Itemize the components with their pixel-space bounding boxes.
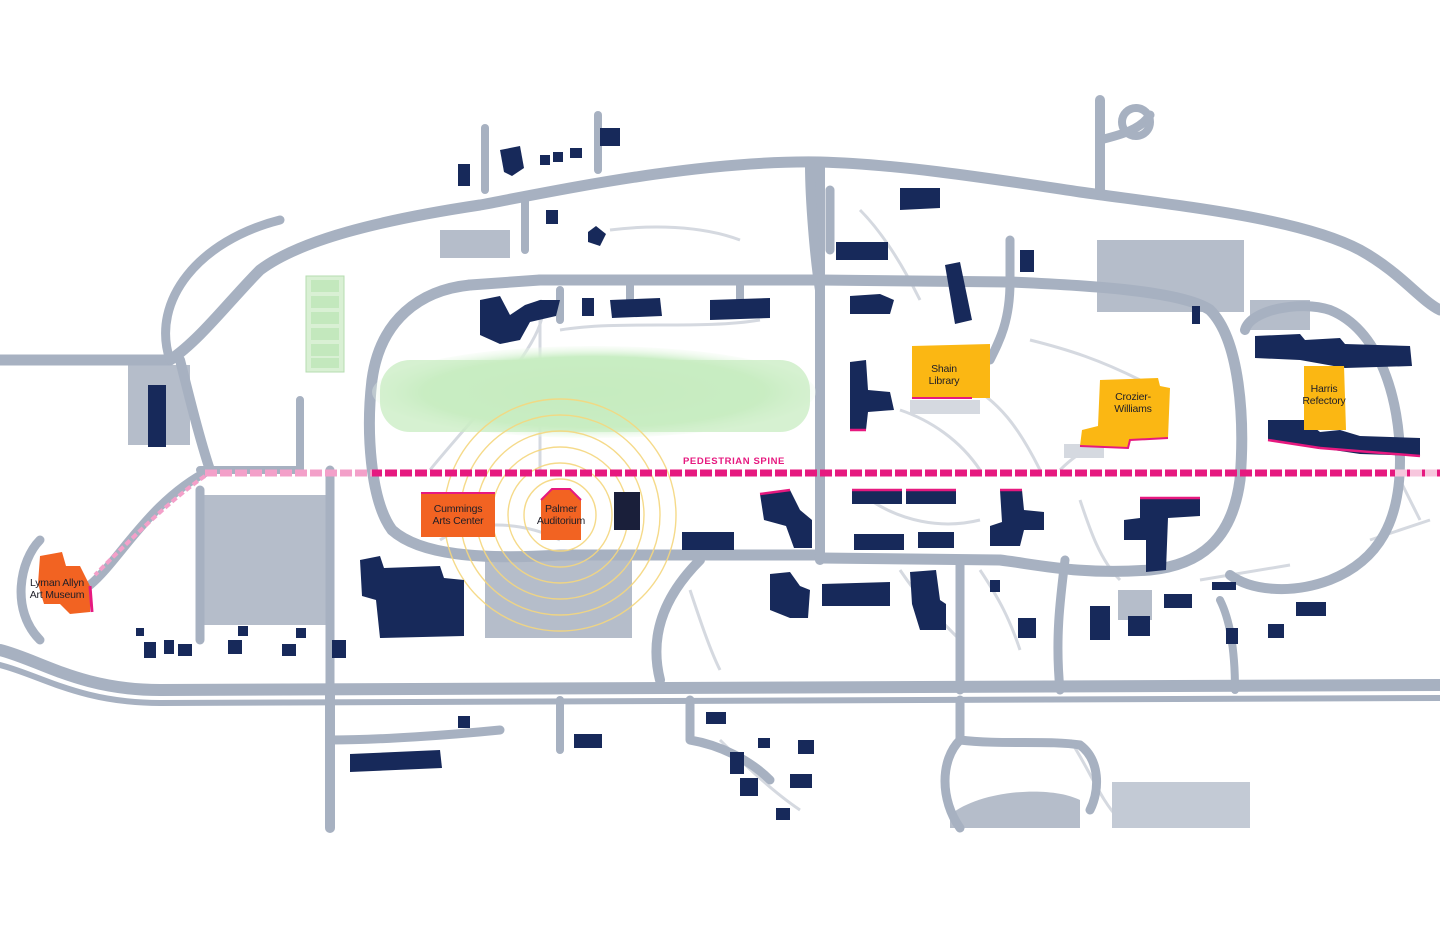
campus-green-lawn — [380, 360, 810, 432]
parking-lot — [203, 495, 331, 625]
harris-refectory-building[interactable]: Harris Refectory — [1302, 366, 1347, 430]
cummings-arts-center-building[interactable]: Cummings Arts Center — [421, 492, 495, 537]
parking-lot — [950, 791, 1080, 828]
shain-library-building[interactable]: Shain Library — [912, 344, 990, 399]
footpaths — [428, 208, 1431, 822]
lyman-allyn-building[interactable]: Lyman Allyn Art Museum — [30, 552, 94, 614]
pedestrian-spine: PEDESTRIAN SPINE — [93, 456, 1440, 577]
parking-lot — [440, 230, 510, 258]
crozier-label-line1: Crozier- — [1115, 391, 1151, 403]
palmer-label-line2: Auditorium — [537, 515, 586, 527]
tennis-courts — [305, 275, 345, 373]
parking-lot — [1118, 590, 1152, 620]
palmer-label-line1: Palmer — [545, 503, 578, 515]
palmer-auditorium-building[interactable]: Palmer Auditorium — [537, 488, 586, 540]
cummings-label-line1: Cummings — [434, 503, 483, 515]
buildings — [136, 128, 1420, 820]
shain-label-line2: Library — [929, 375, 961, 387]
shain-label-line1: Shain — [931, 363, 957, 375]
crozier-williams-building[interactable]: Crozier- Williams — [1079, 378, 1170, 450]
cummings-label-line2: Arts Center — [433, 515, 485, 527]
roads — [0, 95, 1440, 833]
lyman-allyn-label-line1: Lyman Allyn — [30, 577, 84, 589]
harris-label-line1: Harris — [1311, 383, 1338, 395]
lyman-allyn-label-line2: Art Museum — [30, 589, 85, 601]
crozier-label-line2: Williams — [1114, 403, 1151, 415]
harris-label-line2: Refectory — [1302, 395, 1346, 407]
spine-frontage-highlights — [759, 428, 1421, 500]
pedestrian-spine-label: PEDESTRIAN SPINE — [683, 456, 785, 467]
parking-lot — [1112, 782, 1250, 828]
